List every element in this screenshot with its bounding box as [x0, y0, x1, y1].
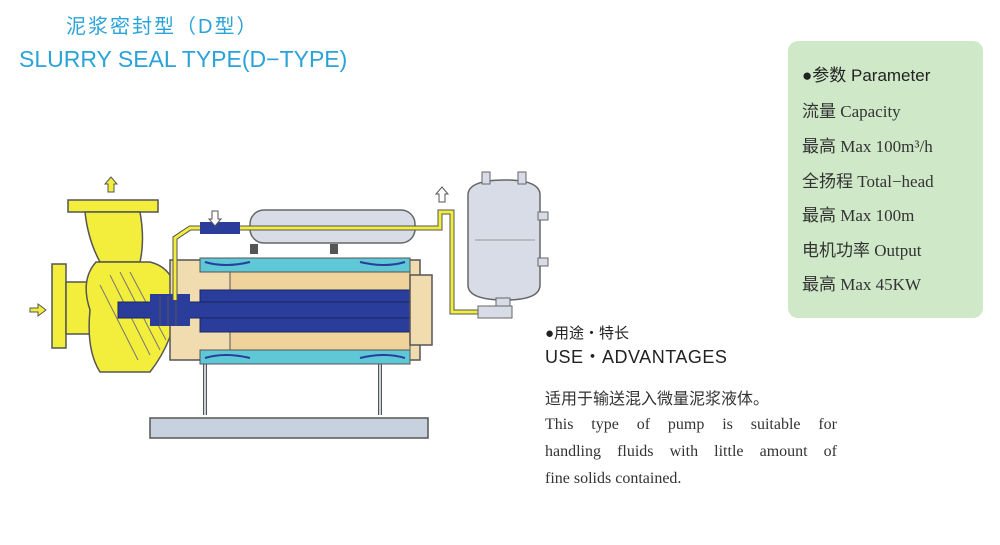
inlet-arrow-icon [207, 210, 223, 227]
discharge-neck [84, 211, 144, 263]
param-output-value: 最高 Max 45KW [802, 275, 921, 294]
usage-desc-line: This type of pump is suitable for [545, 416, 837, 433]
suction-flange [51, 263, 67, 349]
discharge-arrow-icon [103, 176, 119, 193]
param-output-label: 电机功率 Output [802, 241, 922, 260]
arrow-icon [29, 176, 450, 317]
cooling-jacket-top [199, 257, 411, 273]
param-capacity-value: 最高 Max 100m³/h [802, 137, 933, 156]
pump-diagram [29, 171, 549, 439]
usage-desc-line: handling fluids with little amount of [545, 443, 837, 460]
usage-heading-cn: ●用途・特长 [545, 325, 630, 342]
usage-desc-cn: 适用于输送混入微量泥浆液体。 [545, 391, 770, 408]
rear-cap [409, 274, 433, 346]
parameter-heading: ●参数 Parameter [802, 66, 931, 85]
usage-desc-line: fine solids contained. [545, 470, 682, 487]
param-capacity-label: 流量 Capacity [802, 102, 901, 121]
param-head-value: 最高 Max 100m [802, 206, 915, 225]
discharge-flange [67, 199, 159, 213]
support-frame [203, 358, 382, 415]
parameter-panel [788, 41, 983, 318]
base-rail [149, 417, 429, 439]
page-title-en: SLURRY SEAL TYPE(D−TYPE) [19, 46, 348, 72]
suction-arrow-icon [29, 303, 47, 317]
page-title-cn: 泥浆密封型（D型） [66, 16, 259, 38]
usage-heading-en: USE・ADVANTAGES [545, 347, 728, 367]
vent-arrow-icon [434, 186, 450, 203]
cooling-jacket-bottom [199, 349, 411, 365]
param-head-label: 全扬程 Total−head [802, 172, 934, 191]
